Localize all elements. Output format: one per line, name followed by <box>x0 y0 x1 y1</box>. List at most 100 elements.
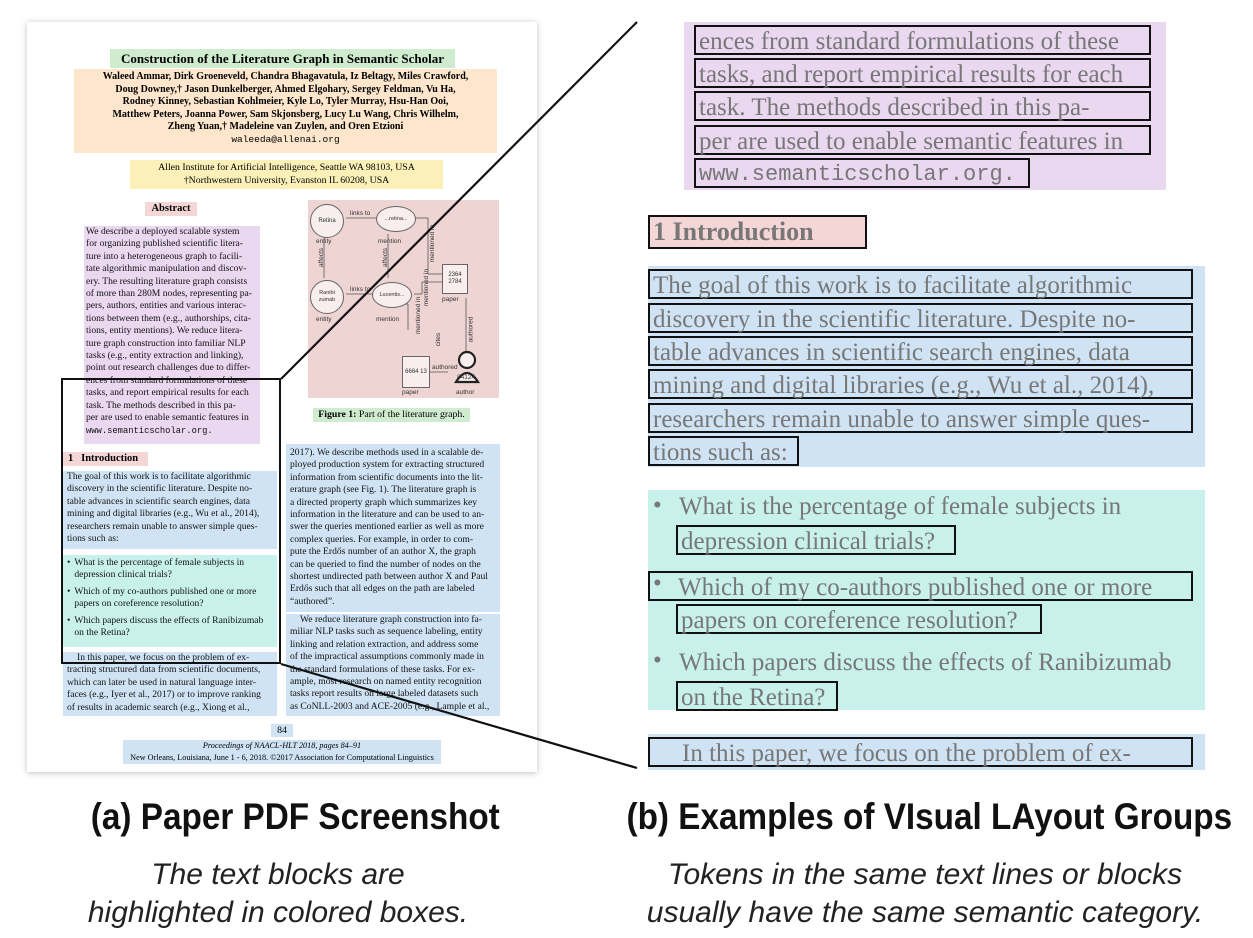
paragraph-line: the standard formulations of these tasks… <box>290 663 475 675</box>
zoom-abstract-line: per are used to enable semantic features… <box>694 125 1151 155</box>
edge-label: links to <box>350 286 371 293</box>
zoom-bullet-line: on the Retina? <box>676 681 838 711</box>
intro-line: table advances in scientific search engi… <box>67 495 250 507</box>
abstract-line: tasks (e.g., entity extraction and linki… <box>86 350 244 362</box>
author-label: author <box>456 389 475 396</box>
paragraph-line: pute the Erdős number of an author X, th… <box>290 546 476 558</box>
intro-line: The goal of this work is to facilitate a… <box>67 471 251 482</box>
question-list: • What is the percentage of female subje… <box>63 555 277 647</box>
paragraph-line: linking and relation extraction, and add… <box>290 638 479 650</box>
zoom-last-line: In this paper, we focus on the problem o… <box>648 737 1193 767</box>
abstract-line: ture graph construction into familiar NL… <box>86 337 246 349</box>
author-line: Zheng Yuan,† Madeleine van Zuylen, and O… <box>167 121 404 133</box>
paragraph-line: information from scientific documents in… <box>290 471 483 483</box>
author-line: Matthew Peters, Joanna Power, Sam Skjons… <box>112 108 459 120</box>
paragraph-line: shortest undirected path between author … <box>290 571 488 583</box>
zoom-intro-line: discovery in the scientific literature. … <box>648 303 1193 333</box>
paper-label: paper <box>402 389 419 396</box>
edge-label: mentioned in <box>415 296 423 335</box>
zoom-bullet-line: Which papers discuss the effects of Rani… <box>679 649 1172 676</box>
paragraph-line: complex queries. For example, in order t… <box>290 533 474 545</box>
edge-label: affects <box>382 247 390 268</box>
section-number: 1 <box>68 453 74 464</box>
paragraph-line: ample, most research on named entity rec… <box>290 676 482 688</box>
list-item: • What is the percentage of female subje… <box>67 557 245 581</box>
abstract-line: We describe a deployed scalable system <box>86 226 240 237</box>
figure-caption-label: Figure 1: <box>318 409 357 420</box>
zoom-abstract-line: task. The methods described in this pa- <box>694 91 1151 121</box>
zoom-selection-box <box>61 378 281 664</box>
zoom-intro-heading: 1 Introduction <box>648 215 867 249</box>
paper-title: Construction of the Literature Graph in … <box>110 49 455 68</box>
paragraph-line: We reduce literature graph construction … <box>300 614 482 625</box>
caption-line: The text blocks are <box>151 858 405 891</box>
paragraph-line: of results in academic search (e.g., Xio… <box>67 701 250 713</box>
abstract-heading: Abstract <box>145 202 197 216</box>
edge-label: affects <box>318 247 326 268</box>
edge-label: mentioned in <box>429 224 437 263</box>
paragraph-line: miliar NLP tasks such as sequence labeli… <box>290 626 483 638</box>
zoom-intro-line: table advances in scientific search engi… <box>648 336 1193 366</box>
list-item: • Which of my co-authors published one o… <box>67 585 257 610</box>
footer-line: Proceedings of NAACL-HLT 2018, pages 84–… <box>202 741 362 750</box>
edge-label: authored <box>467 316 475 343</box>
zoom-intro-line: mining and digital libraries (e.g., Wu e… <box>648 369 1193 399</box>
abstract-line: tasks, and report empirical results for … <box>86 387 249 399</box>
list-item: • Which papers discuss the effects of Ra… <box>67 614 264 639</box>
intro-paragraph: The goal of this work is to facilitate a… <box>63 471 277 549</box>
figure-caption: Figure 1: Part of the literature graph. <box>313 408 470 422</box>
paragraph-line: 2017). We describe methods used in a sca… <box>290 447 484 458</box>
mention-label: mention <box>378 238 402 245</box>
entity-label: entity <box>316 238 332 245</box>
abstract-line: pers, authors, entities and various inte… <box>86 300 247 312</box>
left-caption-subtitle: The text blocks are highlighted in color… <box>40 856 516 932</box>
paragraph-line: tracting structured data from scientific… <box>67 664 261 676</box>
zoom-intro-line: The goal of this work is to facilitate a… <box>648 269 1193 299</box>
paragraph-line: Erdős such that all edges on the path ar… <box>290 583 475 595</box>
paragraph-line: tasks report results on large labeled da… <box>290 688 479 700</box>
zoom-abstract-band <box>684 22 1166 190</box>
paragraph-line: “authored”. <box>290 595 335 607</box>
mention-label: mention <box>376 316 400 323</box>
bullet-dot: • <box>653 492 662 519</box>
bullet-dot: • <box>653 570 662 597</box>
zoom-last-para-band <box>648 734 1205 770</box>
edge-label: authored <box>432 364 458 371</box>
paper-page-screenshot: Construction of the Literature Graph in … <box>27 22 537 772</box>
caption-line: Tokens in the same text lines or blocks <box>667 858 1183 891</box>
list-item-line: papers on coreference resolution? <box>74 598 204 610</box>
zoom-bullet-line: depression clinical trials? <box>676 525 956 555</box>
author-id-label: 84124 <box>457 374 476 381</box>
zoom-bullet-line: papers on coreference resolution? <box>676 604 1042 634</box>
abstract-body: We describe a deployed scalable system f… <box>84 226 260 444</box>
paper-authors: Waleed Ammar, Dirk Groeneveld, Chandra B… <box>74 69 497 153</box>
paragraph-line: which can later be used in natural langu… <box>67 676 256 688</box>
author-line: Rodney Kinney, Sebastian Kohlmeier, Kyle… <box>122 96 449 108</box>
list-item-line: What is the percentage of female subject… <box>74 557 245 568</box>
right-caption-subtitle: Tokens in the same text lines or blocks … <box>610 856 1240 932</box>
paper-node-top: 2364 2784 <box>442 264 468 294</box>
author-line: Doug Downey,† Jason Dunkelberger, Ahmed … <box>115 83 456 95</box>
paragraph-line: information in the literature and can be… <box>290 509 485 521</box>
right-column-paragraph-1: 2017). We describe methods used in a sca… <box>286 444 500 612</box>
zoom-intro-line: researchers remain unable to answer simp… <box>648 403 1193 433</box>
lucentis-mention-node: Lucentis... <box>372 282 412 308</box>
zoom-bullet-line: Which of my co-authors published one or … <box>648 571 1193 601</box>
paragraph-line: swer the queries mentioned earlier as we… <box>290 521 484 533</box>
list-item-line: depression clinical trials? <box>74 569 172 581</box>
edge-label: mentioned in <box>423 268 431 307</box>
list-item-line: on the Retina? <box>74 627 130 639</box>
intro-line: mining and digital libraries (e.g., Wu e… <box>67 508 260 520</box>
edge-label: cites <box>435 332 443 347</box>
entity-label: entity <box>316 316 332 323</box>
author-email: waleeda@allenai.org <box>231 133 340 145</box>
proceedings-footer: Proceedings of NAACL-HLT 2018, pages 84–… <box>123 740 441 764</box>
zoom-intro-line: tions such as: <box>648 436 799 466</box>
right-caption-title: (b) Examples of VIsual LAyout Groups <box>626 796 1233 837</box>
abstract-line: for organizing published scientific lite… <box>86 238 244 250</box>
abstract-line: tions, entity mentions). We reduce liter… <box>86 325 243 337</box>
abstract-line: tate algorithmic manipulation and discov… <box>86 263 247 275</box>
zoom-abstract-line: ences from standard formulations of thes… <box>694 25 1151 55</box>
ranibizumab-entity-node: Ranibi zumab <box>310 280 344 314</box>
retina-mention-node: ...retina... <box>376 206 416 232</box>
